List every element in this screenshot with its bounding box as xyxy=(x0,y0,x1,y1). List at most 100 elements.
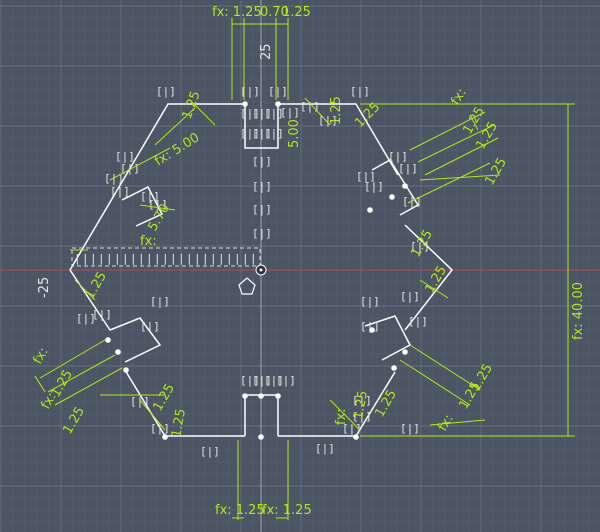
sketch-point[interactable] xyxy=(402,349,408,355)
constraint-icon[interactable]: | xyxy=(186,252,193,265)
constraint-icon[interactable]: [|] xyxy=(150,422,170,435)
constraint-icon[interactable]: [|] xyxy=(410,240,430,253)
lower-left-tab[interactable] xyxy=(109,317,162,363)
constraint-icon[interactable]: | xyxy=(170,252,177,265)
upper-right-tab[interactable] xyxy=(371,158,420,216)
constraint-icon[interactable]: [|] xyxy=(240,127,260,140)
constraint-icon[interactable]: [|] xyxy=(388,150,408,163)
constraint-icon[interactable]: [|] xyxy=(264,107,284,120)
constraint-icon[interactable]: [|] xyxy=(240,107,260,120)
sketch-point[interactable] xyxy=(242,393,248,399)
constraint-icon[interactable]: [|] xyxy=(150,295,170,308)
profile-right-edge[interactable] xyxy=(404,224,454,331)
profile-left-edge-lower[interactable] xyxy=(69,269,111,331)
constraint-icon[interactable]: [|] xyxy=(352,410,372,423)
constraint-icon[interactable]: [|] xyxy=(252,107,272,120)
sketch-point[interactable] xyxy=(258,393,264,399)
constraint-icon[interactable]: [|] xyxy=(315,442,335,455)
constraint-icon[interactable]: [|] xyxy=(400,422,420,435)
dim-top-mid-b: 0.70 xyxy=(260,5,289,20)
constraint-icon[interactable]: [|] xyxy=(264,127,284,140)
constraint-icon[interactable]: [|] xyxy=(76,312,96,325)
constraint-icon[interactable]: [|] xyxy=(115,150,135,163)
constraint-icon[interactable]: [|] xyxy=(300,100,320,113)
constraint-icon[interactable]: | xyxy=(234,252,241,265)
constraint-icon[interactable]: [|] xyxy=(398,162,418,175)
constraint-icon[interactable]: | xyxy=(242,252,249,265)
profile-top-right-edge[interactable] xyxy=(278,103,399,176)
lower-right-tab[interactable] xyxy=(364,315,412,361)
constraint-icon[interactable]: | xyxy=(130,252,137,265)
constraint-icon[interactable]: | xyxy=(154,252,161,265)
constraint-icon[interactable]: [|] xyxy=(110,185,130,198)
sketch-point[interactable] xyxy=(115,349,121,355)
constraint-icon[interactable]: | xyxy=(82,252,89,265)
constraint-icon[interactable]: [|] xyxy=(140,190,160,203)
constraint-icon[interactable]: | xyxy=(74,252,81,265)
sketch-point[interactable] xyxy=(275,101,281,107)
sketch-point[interactable] xyxy=(402,183,408,189)
constraint-icon[interactable]: | xyxy=(162,252,169,265)
sketch-point[interactable] xyxy=(391,365,397,371)
constraint-icon[interactable]: | xyxy=(114,252,121,265)
constraint-icon[interactable]: [|] xyxy=(400,290,420,303)
profile-top-left-edge[interactable] xyxy=(69,103,245,271)
constraint-icon[interactable]: [|] xyxy=(356,170,376,183)
constraint-icon[interactable]: [|] xyxy=(156,85,176,98)
constraint-icon[interactable]: [|] xyxy=(240,85,260,98)
sketch-point[interactable] xyxy=(105,337,111,343)
constraint-icon[interactable]: [|] xyxy=(252,155,272,168)
constraint-icon[interactable]: | xyxy=(250,252,257,265)
constraint-icon[interactable]: | xyxy=(178,252,185,265)
constraint-icon[interactable]: [|] xyxy=(200,445,220,458)
sketch-point[interactable] xyxy=(123,367,129,373)
constraint-icon[interactable]: | xyxy=(106,252,113,265)
constraint-icon[interactable]: [|] xyxy=(148,198,168,211)
constraint-icon[interactable]: | xyxy=(98,252,105,265)
constraint-icon[interactable]: | xyxy=(226,252,233,265)
constraint-icon[interactable]: [|] xyxy=(92,308,112,321)
constraint-icon[interactable]: [|] xyxy=(360,295,380,308)
constraint-icon[interactable]: [|] xyxy=(268,85,288,98)
sketch-point[interactable] xyxy=(367,207,373,213)
constraint-icon[interactable]: [|] xyxy=(252,127,272,140)
constraint-icon[interactable]: [|] xyxy=(252,227,272,240)
constraint-icon[interactable]: | xyxy=(146,252,153,265)
left-slot[interactable] xyxy=(71,247,261,267)
sketch-point[interactable] xyxy=(369,327,375,333)
constraint-icon[interactable]: | xyxy=(138,252,145,265)
upper-left-tab[interactable] xyxy=(121,185,164,227)
constraint-icon[interactable]: [|] xyxy=(264,374,284,387)
constraint-icon[interactable]: [|] xyxy=(360,320,380,333)
constraint-icon[interactable]: | xyxy=(210,252,217,265)
sketch-point[interactable] xyxy=(242,101,248,107)
sketch-point[interactable] xyxy=(162,434,168,440)
sketch-point[interactable] xyxy=(275,393,281,399)
constraint-icon[interactable]: [|] xyxy=(252,203,272,216)
constraint-icon[interactable]: [|] xyxy=(140,320,160,333)
constraint-icon[interactable]: [|] xyxy=(342,422,362,435)
constraint-icon[interactable]: [|] xyxy=(252,374,272,387)
constraint-icon[interactable]: [|] xyxy=(364,180,384,193)
top-notch[interactable] xyxy=(244,104,279,149)
constraint-icon[interactable]: | xyxy=(194,252,201,265)
dim-right-upper-d: 1.25 xyxy=(482,155,509,188)
constraint-icon[interactable]: | xyxy=(122,252,129,265)
constraint-icon[interactable]: | xyxy=(90,252,97,265)
constraint-icon[interactable]: [|] xyxy=(252,180,272,193)
dim-left-low-a: fx: xyxy=(30,345,51,367)
constraint-icon[interactable]: [|] xyxy=(352,394,372,407)
sketch-point[interactable] xyxy=(389,194,395,200)
constraint-icon[interactable]: [|] xyxy=(276,374,296,387)
constraint-glyphs: [|][|][|][|][|][|][|][|][|][|][|][|][|][… xyxy=(74,85,430,458)
constraint-icon[interactable]: [|] xyxy=(350,85,370,98)
constraint-icon[interactable]: [|] xyxy=(130,395,150,408)
sketch-point[interactable] xyxy=(258,434,264,440)
sketch-point[interactable] xyxy=(353,434,359,440)
constraint-icon[interactable]: [|] xyxy=(240,374,260,387)
constraint-icon[interactable]: [|] xyxy=(408,315,428,328)
constraint-icon[interactable]: [|] xyxy=(280,106,300,119)
constraint-icon[interactable]: | xyxy=(202,252,209,265)
constraint-icon[interactable]: | xyxy=(218,252,225,265)
